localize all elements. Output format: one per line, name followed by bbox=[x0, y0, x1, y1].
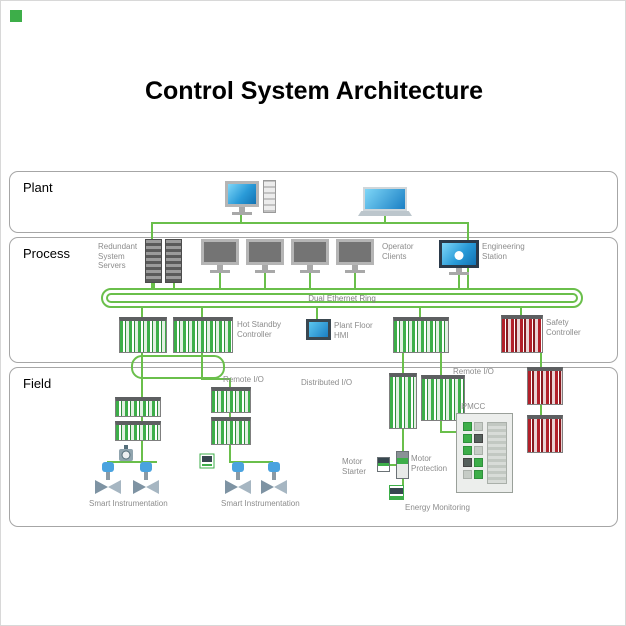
plant-backbone-line bbox=[151, 222, 469, 224]
valve-icon bbox=[133, 462, 159, 494]
valve-icon bbox=[261, 462, 287, 494]
operator-client-monitor bbox=[336, 239, 374, 273]
network-line bbox=[141, 441, 143, 462]
server-tower-icon bbox=[145, 239, 162, 283]
network-line bbox=[141, 415, 143, 423]
laptop-screen bbox=[363, 187, 407, 211]
network-line bbox=[384, 216, 386, 223]
plant-band-label: Plant bbox=[23, 180, 53, 195]
dual-ethernet-ring-inner: Dual Ethernet Ring bbox=[106, 293, 578, 303]
redundant-servers-label: Redundant System Servers bbox=[98, 242, 138, 271]
server-tower-icon bbox=[165, 239, 182, 283]
remote-io-rack bbox=[211, 417, 251, 445]
network-line bbox=[173, 283, 175, 289]
remote-io-left-label: Remote I/O bbox=[223, 375, 264, 384]
network-line bbox=[419, 308, 421, 317]
controller-rack bbox=[119, 317, 167, 353]
remote-io-right-label: Remote I/O bbox=[453, 367, 494, 376]
network-line bbox=[309, 273, 311, 289]
network-line bbox=[107, 461, 157, 463]
network-line bbox=[201, 353, 203, 380]
motor-starter-label: Motor Starter bbox=[342, 457, 367, 476]
plant-floor-hmi-label: Plant Floor HMI bbox=[334, 321, 373, 340]
network-line bbox=[540, 405, 542, 417]
operator-clients-label: Operator Clients bbox=[382, 242, 414, 261]
network-line bbox=[440, 421, 442, 433]
field-band: Field bbox=[9, 367, 618, 527]
hot-standby-controller-rack bbox=[173, 317, 233, 353]
motor-protection-icon bbox=[396, 451, 409, 479]
network-line bbox=[231, 461, 273, 463]
smart-instrumentation-label: Smart Instrumentation bbox=[221, 499, 300, 508]
network-line bbox=[440, 431, 458, 433]
desktop-screen bbox=[225, 181, 259, 207]
field-io-rack bbox=[115, 421, 161, 441]
ipmcc-label: iPMCC bbox=[460, 402, 486, 411]
network-line bbox=[141, 353, 143, 398]
operator-client-monitor bbox=[291, 239, 329, 273]
network-line bbox=[402, 353, 404, 375]
network-line bbox=[316, 308, 318, 319]
smart-instrumentation-label: Smart Instrumentation bbox=[89, 499, 168, 508]
safety-controller-rack bbox=[501, 315, 543, 353]
valve-icon bbox=[95, 462, 121, 494]
energy-meter-icon bbox=[389, 485, 404, 500]
page-corner-mark bbox=[10, 10, 22, 22]
motor-protection-label: Motor Protection bbox=[411, 454, 448, 473]
network-line bbox=[153, 283, 155, 289]
remote-io-rack bbox=[211, 387, 251, 413]
plant-floor-hmi-icon bbox=[306, 319, 331, 340]
distributed-io-rack bbox=[389, 373, 417, 429]
page-title: Control System Architecture bbox=[144, 77, 484, 105]
ipmcc-cabinet-icon bbox=[456, 413, 513, 493]
flow-meter-icon bbox=[199, 453, 215, 469]
cabinet-vent bbox=[487, 422, 507, 484]
operator-client-monitor bbox=[246, 239, 284, 273]
laptop-icon bbox=[358, 187, 412, 216]
safety-controller-label: Safety Controller bbox=[546, 318, 581, 337]
network-line bbox=[520, 308, 522, 315]
transmitter-icon bbox=[119, 445, 133, 461]
energy-monitoring-label: Energy Monitoring bbox=[405, 503, 470, 512]
engineering-station-label: Engineering Station bbox=[482, 242, 525, 261]
safety-io-rack bbox=[527, 367, 563, 405]
motor-starter-icon bbox=[377, 457, 390, 472]
hot-standby-controller-label: Hot Standby Controller bbox=[237, 320, 282, 339]
network-line bbox=[201, 378, 231, 380]
network-line bbox=[440, 353, 442, 377]
network-line bbox=[264, 273, 266, 289]
desktop-computer-icon bbox=[225, 181, 259, 215]
network-line bbox=[458, 275, 460, 289]
operator-client-monitor bbox=[201, 239, 239, 273]
distributed-io-label: Distributed I/O bbox=[301, 378, 353, 387]
desktop-tower-icon bbox=[263, 180, 276, 213]
dual-ethernet-ring: Dual Ethernet Ring bbox=[101, 288, 583, 308]
field-band-label: Field bbox=[23, 376, 52, 391]
network-line bbox=[201, 308, 203, 317]
network-line bbox=[141, 308, 143, 317]
valve-icon bbox=[225, 462, 251, 494]
network-line bbox=[219, 273, 221, 289]
process-band-label: Process bbox=[23, 246, 70, 261]
safety-io-rack bbox=[527, 415, 563, 453]
ethernet-ring-label: Dual Ethernet Ring bbox=[308, 293, 376, 303]
controller-rack bbox=[393, 317, 449, 353]
hot-standby-sync-loop bbox=[131, 355, 225, 379]
network-line bbox=[540, 351, 542, 369]
engineering-station-monitor bbox=[439, 240, 479, 275]
field-io-rack bbox=[115, 397, 161, 417]
vendor-logo-icon bbox=[454, 251, 464, 260]
network-line bbox=[240, 211, 242, 223]
network-line bbox=[354, 273, 356, 289]
